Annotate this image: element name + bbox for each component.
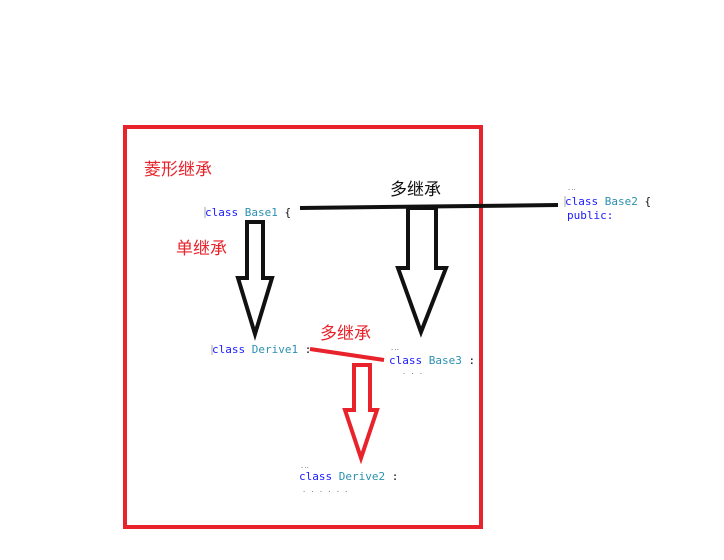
class-base2: .‥ class Base2 { public: — [565, 184, 651, 222]
base1-name: Base1 — [245, 206, 278, 219]
base2-access-specifier: public: — [567, 209, 613, 222]
base2-name: Base2 — [605, 195, 638, 208]
base3-marker: .‥ — [390, 344, 399, 352]
diagram-title: 菱形继承 — [144, 160, 212, 180]
multi-inheritance-mid-label: 多继承 — [320, 324, 371, 344]
svg-text:class Base3 :: class Base3 : — [389, 354, 475, 367]
base2-marker: .‥ — [567, 184, 576, 192]
base2-suffix: { — [645, 195, 652, 208]
base3-keyword: class — [389, 354, 422, 367]
base1-suffix: { — [285, 206, 292, 219]
derive1-name: Derive1 — [252, 343, 298, 356]
class-derive2: .‥ class Derive2 : . . . . . . — [299, 462, 398, 494]
derive1-keyword: class — [212, 343, 245, 356]
class-derive1: class Derive1 : — [212, 343, 311, 356]
svg-text:class Base2 {: class Base2 { — [565, 195, 651, 208]
base1-to-derive1-arrow — [235, 220, 275, 341]
red-multi-inheritance-line — [309, 347, 385, 362]
svg-text:class Derive1 :: class Derive1 : — [212, 343, 311, 356]
derive2-name: Derive2 — [339, 470, 385, 483]
base1-keyword: class — [205, 206, 238, 219]
multi-inheritance-top-label: 多继承 — [390, 180, 441, 200]
svg-text:class Derive2 :: class Derive2 : — [299, 470, 398, 483]
bar-to-base3-arrow — [395, 208, 449, 338]
class-base3: .‥ class Base3 : . . . — [389, 344, 475, 376]
single-inheritance-label: 单继承 — [176, 239, 227, 259]
derive1-suffix: : — [305, 343, 312, 356]
base2-keyword: class — [565, 195, 598, 208]
derive2-marker: .‥ — [300, 462, 309, 470]
svg-text:. . .: . . . — [402, 368, 423, 376]
class-base1: class Base1 { — [205, 206, 291, 219]
svg-text:class Base1 {: class Base1 { — [205, 206, 291, 219]
to-derive2-arrow — [342, 363, 380, 465]
svg-text:. . . . . .: . . . . . . — [302, 486, 348, 494]
base3-name: Base3 — [429, 354, 462, 367]
base3-suffix: : — [469, 354, 476, 367]
derive2-suffix: : — [392, 470, 399, 483]
derive2-keyword: class — [299, 470, 332, 483]
diamond-inheritance-frame — [123, 125, 483, 529]
